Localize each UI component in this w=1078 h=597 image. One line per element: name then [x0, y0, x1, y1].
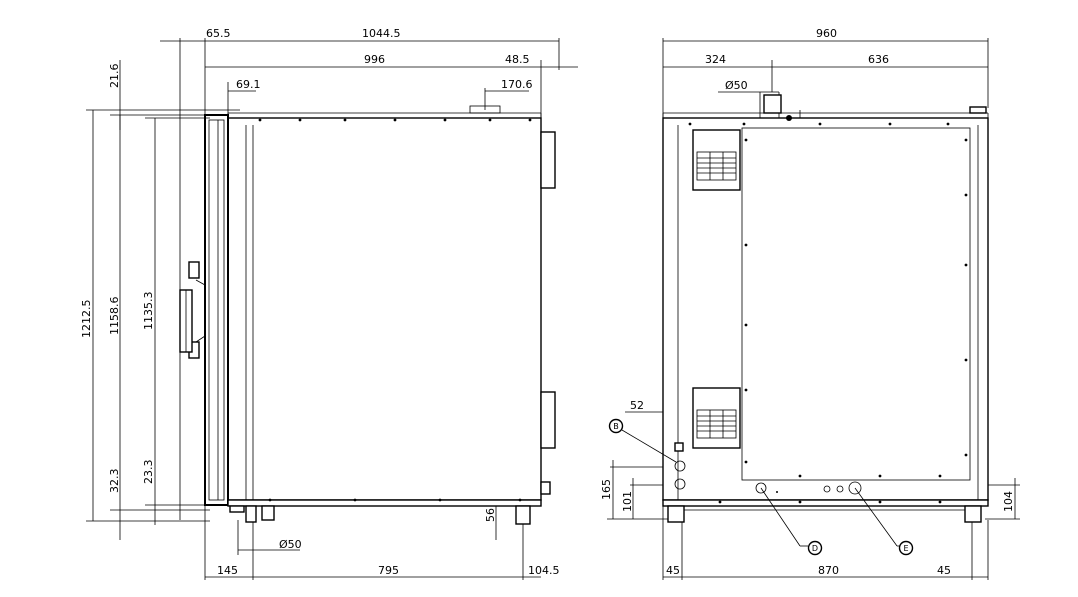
rear-connector-b-block	[674, 442, 684, 452]
side-cabinet-body	[227, 117, 542, 501]
dim-side-1212-5: 1212.5	[80, 300, 93, 339]
dim-side-21-6: 21.6	[108, 64, 121, 89]
dim-rear-101: 101	[621, 491, 634, 512]
dim-side-996: 996	[364, 53, 385, 66]
dim-side-56: 56	[484, 508, 497, 522]
dim-rear-45-right: 45	[937, 564, 951, 577]
rear-foot-left	[667, 505, 685, 523]
callout-d-label: D	[812, 544, 818, 553]
dim-side-23-3: 23.3	[142, 460, 155, 485]
callout-b-circle	[608, 418, 624, 434]
dim-side-diameter: Ø50	[279, 538, 302, 551]
callout-e-circle	[898, 540, 914, 556]
dim-side-65-5: 65.5	[206, 27, 231, 40]
dim-rear-45-left: 45	[666, 564, 680, 577]
dim-side-1135-3: 1135.3	[142, 292, 155, 331]
dim-rear-165: 165	[600, 479, 613, 500]
side-rear-box-upper	[540, 131, 556, 189]
rear-connector-e	[848, 481, 862, 495]
rear-panel-rivets	[688, 122, 968, 504]
side-rear-box-lower	[540, 391, 556, 449]
rear-connector-b	[674, 460, 686, 472]
side-foot-rear	[515, 505, 531, 525]
dim-side-170-6: 170.6	[501, 78, 533, 91]
rear-foot-right	[964, 505, 982, 523]
rear-connector-d	[755, 482, 767, 494]
dim-rear-324: 324	[705, 53, 726, 66]
dim-rear-636: 636	[868, 53, 889, 66]
dim-rear-870: 870	[818, 564, 839, 577]
side-top-vent-pipe	[469, 105, 501, 114]
dim-rear-104: 104	[1002, 491, 1015, 512]
rear-vent-lower	[692, 387, 741, 449]
dim-rear-diameter: Ø50	[725, 79, 748, 92]
side-panel-rivets	[258, 118, 532, 502]
side-base	[227, 499, 542, 507]
side-drain-pipe	[245, 505, 257, 523]
dim-rear-960: 960	[816, 27, 837, 40]
dim-side-48-5: 48.5	[505, 53, 530, 66]
callout-b-label: B	[613, 422, 619, 431]
side-door	[204, 114, 229, 506]
rear-view: 960 324 636 Ø50 18 285 52 395 165 101 10…	[600, 27, 1020, 580]
rear-connector-b2	[674, 478, 686, 490]
dim-side-104-5: 104.5	[528, 564, 560, 577]
dim-side-145: 145	[217, 564, 238, 577]
dim-side-69-1: 69.1	[236, 78, 261, 91]
dim-rear-52: 52	[630, 399, 644, 412]
rear-top-vent-pipe	[763, 94, 782, 114]
side-door-handle	[179, 261, 206, 359]
dim-side-1158-6: 1158.6	[108, 297, 121, 336]
rear-vent-upper	[692, 129, 741, 191]
dim-side-795: 795	[378, 564, 399, 577]
rear-service-panel	[741, 127, 971, 481]
callout-d-circle	[807, 540, 823, 556]
dim-side-32-3: 32.3	[108, 469, 121, 494]
rear-base	[662, 499, 989, 507]
side-view: 65.5 1044.5 996 48.5 69.1 170.6 21.6 121…	[80, 27, 578, 580]
rear-top-fitting	[786, 115, 792, 121]
dim-side-1044-5: 1044.5	[362, 27, 401, 40]
side-foot-front	[261, 505, 275, 521]
callout-e-label: E	[903, 544, 908, 553]
